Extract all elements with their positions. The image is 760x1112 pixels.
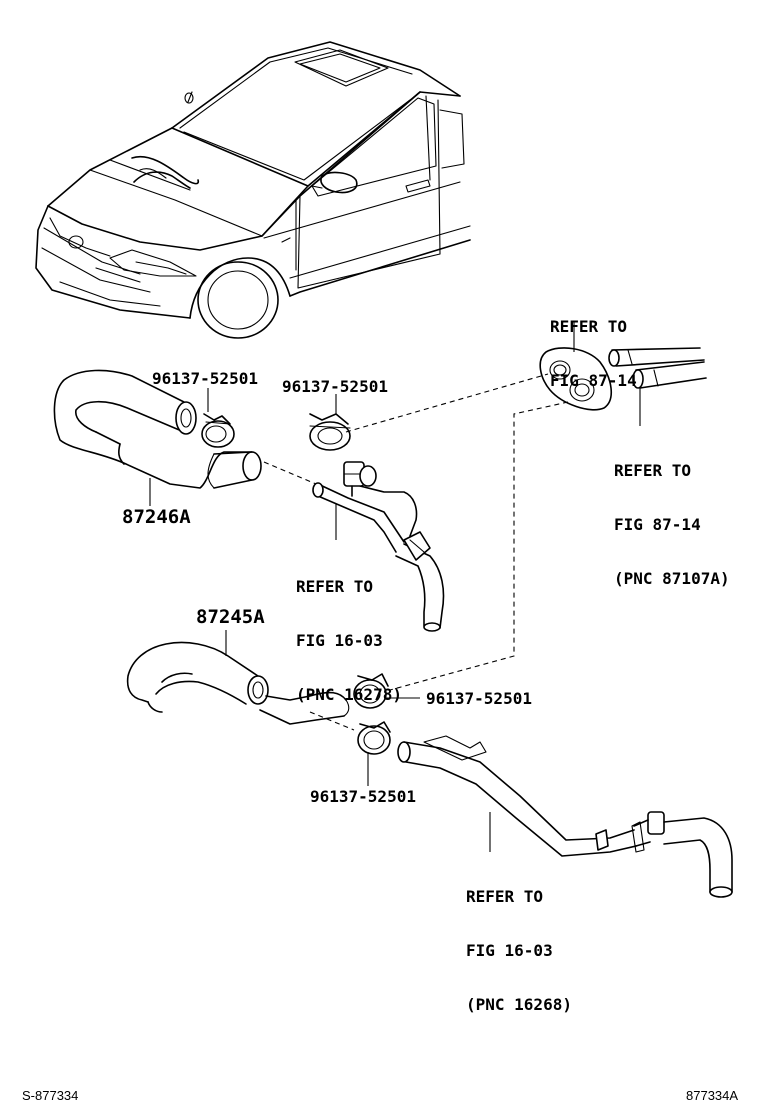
label-refer-87-14-top: REFER TO FIG 87-14 (550, 282, 637, 408)
clamp-c-drawing (353, 673, 389, 709)
refer-line1: REFER TO (614, 461, 692, 480)
label-clamp-c: 96137-52501 (426, 689, 532, 708)
clamp-b-drawing (309, 413, 351, 451)
refer-line2: FIG 16-03 (466, 941, 553, 960)
refer-line3: (PNC 16278) (296, 685, 402, 704)
label-refer-87-14-pnc: REFER TO FIG 87-14 (PNC 87107A) (614, 426, 730, 606)
refer-line3: (PNC 16268) (466, 995, 572, 1014)
dash-line-3 (389, 401, 569, 691)
footer-left-code: S-877334 (22, 1088, 79, 1103)
label-clamp-b: 96137-52501 (282, 377, 388, 396)
hose-87246A (53, 369, 262, 489)
dash-line-1 (263, 461, 317, 485)
pipe-16278 (312, 461, 445, 632)
pipes-87107A (608, 347, 707, 389)
footer-right-code: 877334A (686, 1088, 739, 1103)
label-refer-16-03-upper: REFER TO FIG 16-03 (PNC 16278) (296, 542, 402, 722)
refer-line2: FIG 16-03 (296, 631, 383, 650)
label-clamp-d: 96137-52501 (310, 787, 416, 806)
clamp-d-drawing (357, 721, 391, 755)
refer-line1: REFER TO (466, 887, 544, 906)
label-hose-87246A: 87246A (122, 506, 191, 528)
clamp-a-drawing (201, 413, 235, 448)
refer-line2: FIG 87-14 (550, 371, 637, 390)
label-clamp-a: 96137-52501 (152, 369, 258, 388)
refer-line2: FIG 87-14 (614, 515, 701, 534)
refer-line1: REFER TO (296, 577, 374, 596)
grommet-87-14 (539, 347, 612, 411)
dash-line-4 (309, 711, 355, 731)
label-hose-87245A: 87245A (196, 606, 265, 628)
dash-line-2 (345, 373, 549, 433)
refer-line1: REFER TO (550, 317, 628, 336)
hose-87245A (126, 641, 350, 725)
car-illustration (35, 41, 471, 339)
label-refer-16-03-lower: REFER TO FIG 16-03 (PNC 16268) (466, 852, 572, 1032)
refer-line3: (PNC 87107A) (614, 569, 730, 588)
pipe-16268 (397, 735, 733, 898)
